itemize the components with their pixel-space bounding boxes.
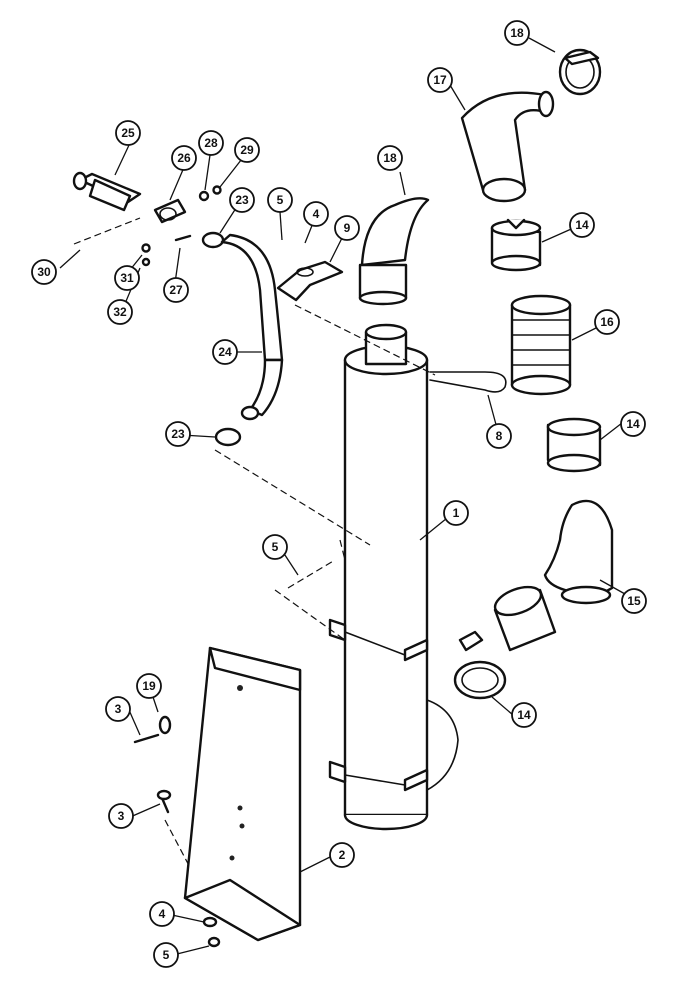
callout-4-lower: 4 bbox=[149, 901, 175, 927]
svg-text:29: 29 bbox=[240, 143, 254, 157]
svg-text:16: 16 bbox=[600, 315, 614, 329]
svg-text:27: 27 bbox=[169, 283, 183, 297]
callout-1: 1 bbox=[443, 500, 469, 526]
svg-text:25: 25 bbox=[121, 126, 135, 140]
callout-28: 28 bbox=[198, 130, 224, 156]
svg-text:30: 30 bbox=[37, 265, 51, 279]
callout-5-lower: 5 bbox=[153, 942, 179, 968]
svg-text:3: 3 bbox=[118, 809, 125, 823]
callout-32: 32 bbox=[107, 299, 133, 325]
svg-text:18: 18 bbox=[383, 151, 397, 165]
callout-30: 30 bbox=[31, 259, 57, 285]
small-hardware bbox=[141, 185, 222, 267]
callout-3-upper: 3 bbox=[105, 696, 131, 722]
svg-text:14: 14 bbox=[626, 417, 640, 431]
svg-text:26: 26 bbox=[177, 151, 191, 165]
callout-3-lower: 3 bbox=[108, 803, 134, 829]
callout-29: 29 bbox=[234, 137, 260, 163]
clamp-upper bbox=[558, 48, 602, 96]
breather-hose-24 bbox=[220, 233, 284, 421]
svg-text:1: 1 bbox=[453, 506, 460, 520]
clamp-bracket-26 bbox=[153, 198, 187, 224]
callout-23-upper: 23 bbox=[229, 187, 255, 213]
svg-text:28: 28 bbox=[204, 136, 218, 150]
svg-text:24: 24 bbox=[218, 345, 232, 359]
svg-text:4: 4 bbox=[313, 207, 320, 221]
clamp-14-c bbox=[453, 630, 507, 700]
callout-17: 17 bbox=[427, 67, 453, 93]
callout-31: 31 bbox=[114, 265, 140, 291]
callout-19: 19 bbox=[136, 673, 162, 699]
callout-2: 2 bbox=[329, 842, 355, 868]
svg-text:4: 4 bbox=[159, 907, 166, 921]
svg-text:14: 14 bbox=[575, 218, 589, 232]
callout-14-middle: 14 bbox=[620, 411, 646, 437]
svg-text:9: 9 bbox=[344, 221, 351, 235]
clamp-14-b bbox=[546, 417, 602, 473]
callout-9: 9 bbox=[334, 215, 360, 241]
nut-4-lower bbox=[202, 916, 218, 928]
exhaust-stack-elbow bbox=[358, 197, 430, 306]
nut-5-lower bbox=[207, 936, 221, 948]
bracket-part bbox=[276, 260, 344, 302]
mounting-stand-2 bbox=[183, 646, 302, 942]
svg-text:2: 2 bbox=[339, 848, 346, 862]
clamp-14-a bbox=[490, 218, 542, 272]
callout-18-stack: 18 bbox=[377, 145, 403, 171]
callout-18-upper-right: 18 bbox=[504, 20, 530, 46]
svg-text:5: 5 bbox=[272, 540, 279, 554]
callout-26: 26 bbox=[171, 145, 197, 171]
leader-pipe-stub bbox=[339, 539, 346, 561]
pipe-elbow-lower bbox=[543, 499, 614, 605]
callout-8: 8 bbox=[486, 423, 512, 449]
callout-14-upper: 14 bbox=[569, 212, 595, 238]
svg-text:23: 23 bbox=[171, 427, 185, 441]
callout-14-lower: 14 bbox=[511, 702, 537, 728]
callout-25: 25 bbox=[115, 120, 141, 146]
svg-text:17: 17 bbox=[433, 73, 447, 87]
callout-5-middle: 5 bbox=[262, 534, 288, 560]
svg-text:31: 31 bbox=[120, 271, 134, 285]
muffler-lower-bracket bbox=[328, 760, 429, 792]
hose-clamp-23-upper bbox=[201, 231, 225, 249]
muffler-part bbox=[343, 323, 459, 831]
pipe-elbow-upper bbox=[460, 90, 555, 203]
svg-text:5: 5 bbox=[277, 193, 284, 207]
callout-5-upper: 5 bbox=[267, 187, 293, 213]
svg-text:14: 14 bbox=[517, 708, 531, 722]
callout-27: 27 bbox=[163, 277, 189, 303]
leader-bracket-2 bbox=[274, 589, 346, 641]
svg-text:8: 8 bbox=[496, 429, 503, 443]
leader-5-mid bbox=[287, 559, 336, 589]
flex-bellows bbox=[510, 294, 572, 396]
svg-text:5: 5 bbox=[163, 948, 170, 962]
svg-text:32: 32 bbox=[113, 305, 127, 319]
callout-24: 24 bbox=[212, 339, 238, 365]
leader-23-lower bbox=[214, 449, 371, 546]
u-bolt-part bbox=[294, 304, 507, 393]
callout-leaders bbox=[59, 37, 626, 955]
callout-23-lower: 23 bbox=[165, 421, 191, 447]
callout-4-upper: 4 bbox=[303, 201, 329, 227]
pipe-connector bbox=[493, 585, 557, 652]
svg-text:15: 15 bbox=[627, 594, 641, 608]
callout-15: 15 bbox=[621, 588, 647, 614]
bolt-3-upper bbox=[133, 715, 172, 744]
svg-text:18: 18 bbox=[510, 26, 524, 40]
sensor-body-25 bbox=[72, 171, 142, 212]
hose-clamp-23-lower bbox=[214, 427, 242, 447]
bolt-3-lower bbox=[156, 789, 172, 814]
svg-text:19: 19 bbox=[142, 679, 156, 693]
leader-30 bbox=[73, 217, 141, 245]
callout-16: 16 bbox=[594, 309, 620, 335]
svg-text:3: 3 bbox=[115, 702, 122, 716]
svg-text:23: 23 bbox=[235, 193, 249, 207]
